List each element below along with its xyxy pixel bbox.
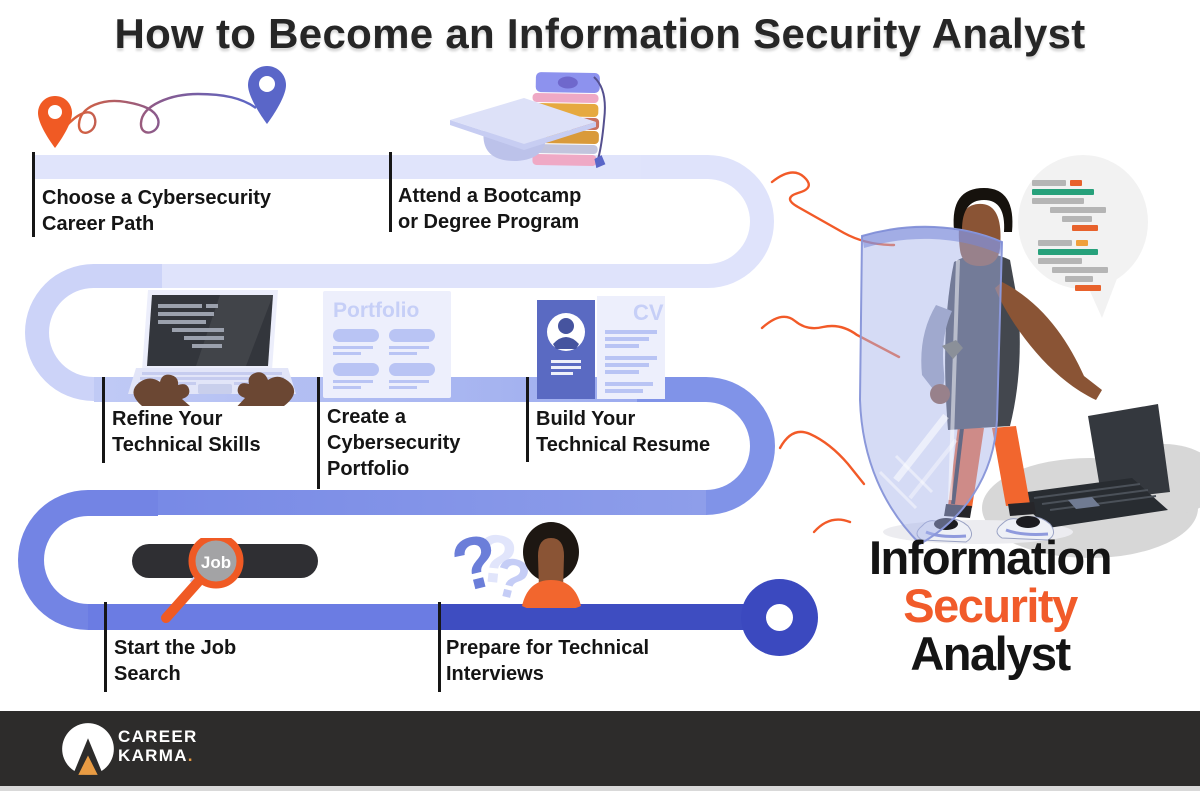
brand-line-2: KARMA. (118, 746, 194, 765)
tick-step-5 (526, 377, 529, 462)
step-label-skills: Refine Your Technical Skills (112, 406, 261, 458)
security-shield (858, 225, 1004, 546)
code-bars (1032, 180, 1108, 291)
laptop (1012, 404, 1170, 528)
graduation-cap (450, 98, 596, 162)
path-end-marker (741, 579, 818, 656)
left-leg (948, 426, 984, 508)
interviewee-head (522, 522, 581, 608)
step-label-line: Portfolio (327, 458, 410, 480)
code-lines (158, 304, 224, 348)
cv-title: CV (633, 300, 664, 325)
cv-right-lines (605, 330, 657, 393)
right-arm (995, 282, 1102, 400)
typing-hands (133, 372, 294, 406)
security-analyst-illustration (760, 155, 1200, 558)
step-label-choose-path: Choose a Cybersecurity Career Path (42, 185, 271, 237)
path-band-row3 (88, 604, 745, 630)
code-speech-bubble (1018, 155, 1148, 318)
path-band-row2-top (94, 264, 707, 288)
step-label-line: Technical Resume (536, 434, 711, 456)
route-pins-icon (38, 66, 286, 148)
footer-bar: CAREER KARMA. (0, 711, 1200, 791)
start-pin-icon (38, 96, 72, 148)
step-label-line: Career Path (42, 213, 155, 235)
route-loop-line (57, 92, 257, 137)
brand-dot: . (187, 746, 194, 765)
tick-step-4 (317, 377, 320, 489)
step-label-line: or Degree Program (398, 211, 580, 233)
step-label-line: Search (114, 663, 181, 685)
step-label-resume: Build Your Technical Resume (536, 406, 710, 458)
destination-pin-icon (248, 66, 286, 124)
brand-wordmark: CAREER KARMA. (118, 727, 198, 765)
role-line-2: Security (903, 579, 1078, 632)
step-label-line: Technical Skills (112, 434, 261, 456)
step-label-interviews: Prepare for Technical Interviews (446, 635, 649, 687)
question-mark-light: ? (472, 519, 521, 599)
step-label-line: Prepare for Technical (446, 637, 650, 659)
magnifier-lens (188, 538, 244, 589)
footer-bottom-strip (0, 786, 1200, 791)
step-label-line: Choose a Cybersecurity (42, 187, 271, 209)
interview-questions-icon: ? ? ? (444, 517, 581, 608)
role-line-1: Information (869, 531, 1112, 584)
step-label-line: Cybersecurity (327, 432, 461, 454)
step-label-line: Start the Job (114, 637, 237, 659)
portfolio-items (333, 329, 435, 389)
role-line-3: Analyst (910, 627, 1071, 680)
step-label-line: Interviews (446, 663, 544, 685)
portfolio-card-icon: Portfolio (323, 291, 451, 398)
step-label-portfolio: Create a Cybersecurity Portfolio (327, 404, 460, 482)
right-leg (992, 426, 1030, 506)
magnifier-handle (161, 577, 203, 623)
shield-arm (921, 305, 952, 404)
tick-step-3 (102, 377, 105, 463)
step-label-line: Create a (327, 406, 406, 428)
tick-step-7 (438, 602, 441, 692)
tick-step-2 (389, 152, 392, 232)
laptop-code-icon (128, 290, 296, 406)
cv-left-lines (551, 360, 581, 375)
graduation-cap-books-icon (450, 72, 606, 169)
step-label-line: Build Your (536, 408, 636, 430)
attack-squiggles (760, 171, 901, 534)
page-title: How to Become an Information Security An… (114, 10, 1086, 57)
tick-step-1 (32, 152, 35, 237)
hair (953, 188, 1013, 232)
career-karma-logo (62, 723, 114, 775)
trackpad (198, 384, 232, 394)
step-label-bootcamp: Attend a Bootcamp or Degree Program (398, 183, 581, 235)
path-band-row3-top (88, 490, 706, 515)
step-label-job-search: Start the Job Search (114, 635, 236, 687)
brand-line-1: CAREER (118, 727, 198, 746)
portfolio-title: Portfolio (333, 299, 419, 322)
sneakers (916, 516, 1054, 543)
step-label-line: Attend a Bootcamp (398, 185, 582, 207)
cv-resume-icon: CV (537, 296, 665, 399)
role-title: Information Security Analyst (775, 534, 1200, 678)
step-label-line: Refine Your (112, 408, 223, 430)
job-search-magnifier-icon: Job (132, 538, 318, 623)
tick-step-6 (104, 602, 107, 692)
portrait-bust (553, 318, 579, 349)
job-label: Job (201, 553, 231, 572)
